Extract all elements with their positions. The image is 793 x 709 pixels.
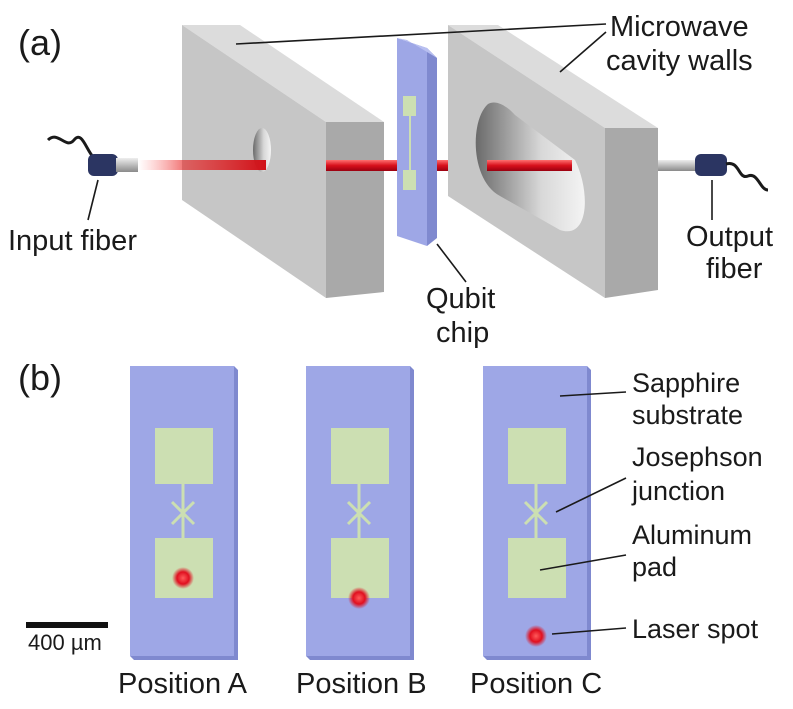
output-fiber-label-2: fiber: [706, 253, 763, 285]
laser-beam-gap: [326, 160, 401, 171]
junction-leader: [555, 477, 627, 513]
pad-leader: [539, 554, 627, 571]
panel-b-label: (b): [18, 357, 62, 398]
substrate-leader: [559, 391, 627, 397]
chip-a-laser-spot: [172, 567, 194, 589]
input-fiber-label: Input fiber: [8, 225, 137, 257]
chip-position-b: [306, 366, 414, 660]
position-c-label: Position C: [470, 668, 602, 700]
chip-leader: [436, 243, 467, 283]
output-fiber: [658, 154, 769, 192]
substrate-label-1: Sapphire: [632, 368, 740, 398]
scale-bar-label: 400 µm: [28, 630, 102, 655]
chip-a-top-pad: [155, 428, 213, 484]
chip-pad-top: [403, 96, 416, 116]
chip-c-bottom-pad: [508, 538, 566, 598]
input-fiber-leader: [87, 179, 99, 221]
chip-b-top-pad: [331, 428, 389, 484]
chip-label-1: Qubit: [426, 283, 495, 315]
chip-b-laser-spot: [348, 587, 370, 609]
laser-spot-label: Laser spot: [632, 614, 759, 644]
pad-label-2: pad: [632, 552, 677, 582]
qubit-chip: [397, 38, 437, 246]
scale-bar: [26, 622, 108, 628]
position-a-label: Position A: [118, 668, 248, 700]
cavity-leader-left: [235, 23, 607, 45]
cavity-leader-right: [559, 31, 607, 73]
output-fiber-label-1: Output: [686, 221, 773, 253]
right-cavity-wall: [448, 25, 658, 298]
chip-label-2: chip: [436, 317, 489, 349]
junction-label-2: junction: [631, 476, 725, 506]
pad-label-1: Aluminum: [632, 520, 752, 550]
chip-position-a: [130, 366, 238, 660]
laser-leader: [551, 627, 627, 635]
position-b-label: Position B: [296, 668, 427, 700]
substrate-label-2: substrate: [632, 400, 743, 430]
left-cavity-wall: [182, 25, 384, 298]
chip-pad-bottom: [403, 170, 416, 190]
cavity-walls-label-1: Microwave: [610, 11, 749, 43]
chip-c-top-pad: [508, 428, 566, 484]
junction-label-1: Josephson: [632, 442, 763, 472]
panel-a-label: (a): [18, 22, 62, 63]
cavity-walls-label-2: cavity walls: [606, 45, 753, 77]
laser-beam-input: [138, 160, 266, 170]
chip-position-c: [483, 366, 591, 660]
input-fiber: [46, 135, 138, 176]
chip-c-laser-spot: [525, 625, 547, 647]
